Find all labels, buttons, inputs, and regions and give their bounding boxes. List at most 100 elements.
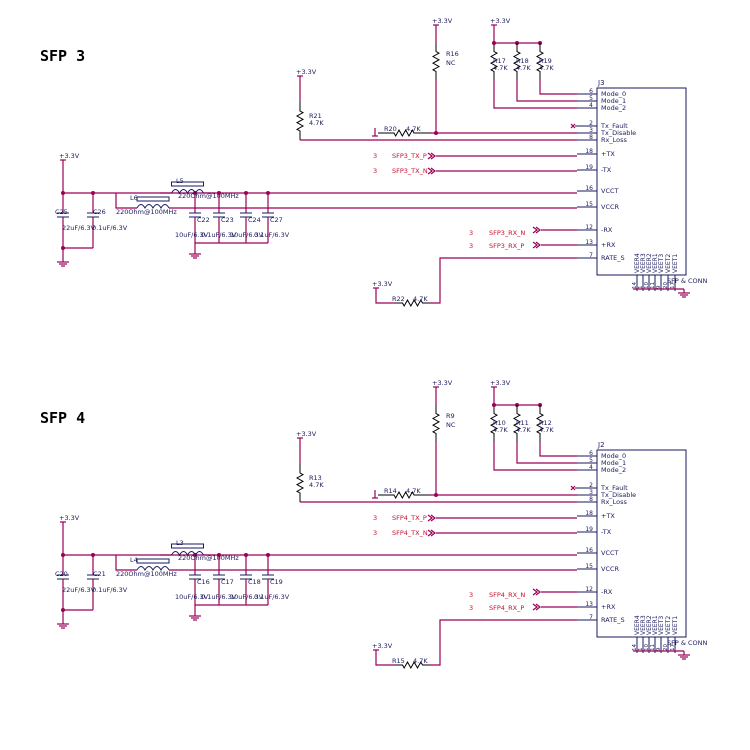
pin-name: VEET3	[658, 254, 665, 273]
wire	[115, 193, 136, 209]
capacitor-ref: C20	[55, 570, 68, 578]
pin-name: VEER3	[640, 253, 647, 273]
section-title: SFP 4	[40, 409, 85, 427]
pin-number: 8	[589, 134, 593, 141]
power-label: +3.3V	[432, 379, 453, 387]
connector-name: SFP & CONN	[667, 639, 708, 647]
capacitor-ref: C17	[221, 578, 234, 586]
pin-name: VEER1	[652, 615, 659, 635]
power-label: +3.3V	[59, 514, 80, 522]
net-page-ref: 3	[469, 591, 473, 599]
pin-name: VEER3	[640, 615, 647, 635]
pin-name: VEER4	[634, 615, 641, 635]
signal-arrow	[532, 603, 541, 611]
pin-name: Tx_Disable	[600, 129, 636, 137]
resistor-ref: R14	[384, 487, 397, 495]
section-title: SFP 3	[40, 47, 85, 65]
pin-number: 16	[585, 547, 593, 554]
capacitor-ref: C21	[93, 570, 106, 578]
signal-arrow	[532, 226, 541, 234]
wire	[375, 298, 395, 304]
pin-number: 6	[589, 450, 593, 457]
resistor-ref: R16	[446, 50, 459, 58]
wire	[516, 442, 577, 464]
resistor-ref: R20	[384, 125, 397, 133]
pin-number: 16	[585, 185, 593, 192]
resistor-symbol	[395, 660, 430, 670]
pin-name: Rx_Loss	[601, 136, 627, 144]
power-label: +3.3V	[296, 430, 317, 438]
capacitor-ref: C27	[270, 216, 283, 224]
resistor-value: 4.7K	[539, 64, 554, 72]
resistor-ref: R19	[539, 57, 552, 65]
junction-dot	[492, 403, 496, 407]
pin-name: VEET2	[665, 616, 672, 635]
connector-name: SFP & CONN	[667, 277, 708, 285]
pin-name: VEET1	[672, 254, 679, 273]
capacitor-value: 0.1uF/6.3V	[92, 586, 128, 594]
pin-name: VEER1	[652, 253, 659, 273]
pin-name: RATE_S	[601, 616, 625, 624]
signal-arrow	[427, 514, 436, 522]
pin-number: 12	[585, 586, 593, 593]
resistor-ref: R10	[493, 419, 506, 427]
pin-name: VEET1	[672, 616, 679, 635]
signal-arrow	[427, 529, 436, 537]
pin-name: -RX	[601, 588, 613, 596]
resistor-ref: R12	[539, 419, 552, 427]
net-label: SFP4_TX_N	[392, 529, 428, 537]
pin-name: Mode_0	[601, 452, 626, 460]
resistor-value: 4.7K	[539, 426, 554, 434]
capacitor-ref: C24	[248, 216, 261, 224]
net-page-ref: 3	[469, 229, 473, 237]
inductor-value: 220Ohm@100MHz	[116, 208, 177, 216]
resistor-value: 4.7K	[406, 125, 421, 133]
resistor-value: 4.7K	[413, 657, 428, 665]
capacitor-value: 0.1uF/6.3V	[201, 593, 237, 601]
ferrite-bead	[136, 196, 170, 202]
pin-name: Mode_0	[601, 90, 626, 98]
pin-number: 6	[589, 88, 593, 95]
resistor-ref: R22	[392, 295, 405, 303]
pin-name: Rx_Loss	[601, 498, 627, 506]
capacitor-ref: C22	[197, 216, 210, 224]
pin-name: +RX	[601, 241, 616, 249]
connector-ref: J3	[597, 79, 605, 87]
pin-number: 2	[589, 120, 593, 127]
resistor-symbol	[431, 405, 441, 442]
net-page-ref: 3	[373, 529, 377, 537]
pin-number: 13	[585, 601, 593, 608]
pin-name: Mode_1	[601, 97, 626, 105]
capacitor-value: 10uF/6.3V	[175, 231, 209, 239]
ferrite-bead	[171, 543, 204, 549]
resistor-value: 4.7K	[493, 64, 508, 72]
signal-arrow	[532, 241, 541, 249]
resistor-value: 4.7K	[493, 426, 508, 434]
pin-name: Mode_1	[601, 459, 626, 467]
pin-number: 15	[585, 563, 593, 570]
pin-name: -TX	[601, 528, 612, 536]
wire	[115, 555, 136, 571]
resistor-symbol	[295, 464, 305, 502]
net-page-ref: 3	[469, 242, 473, 250]
resistor-value: 4.7K	[309, 119, 324, 127]
pin-number: 8	[589, 496, 593, 503]
pin-number: 7	[589, 252, 593, 259]
power-label: +3.3V	[296, 68, 317, 76]
net-page-ref: 3	[469, 604, 473, 612]
pin-name: RATE_S	[601, 254, 625, 262]
pin-number: 10	[644, 282, 650, 289]
wire	[430, 257, 577, 304]
power-label: +3.3V	[372, 642, 393, 650]
signal-arrow	[532, 588, 541, 596]
no-connect-mark	[570, 123, 576, 129]
capacitor-ref: C16	[197, 578, 210, 586]
pin-number: 20	[663, 644, 669, 651]
capacitor-value: 0.1uF/6.3V	[201, 231, 237, 239]
pin-name: VEER2	[646, 615, 653, 635]
capacitor-value: 10uF/6.3V	[230, 231, 264, 239]
inductor-coil	[171, 189, 204, 195]
